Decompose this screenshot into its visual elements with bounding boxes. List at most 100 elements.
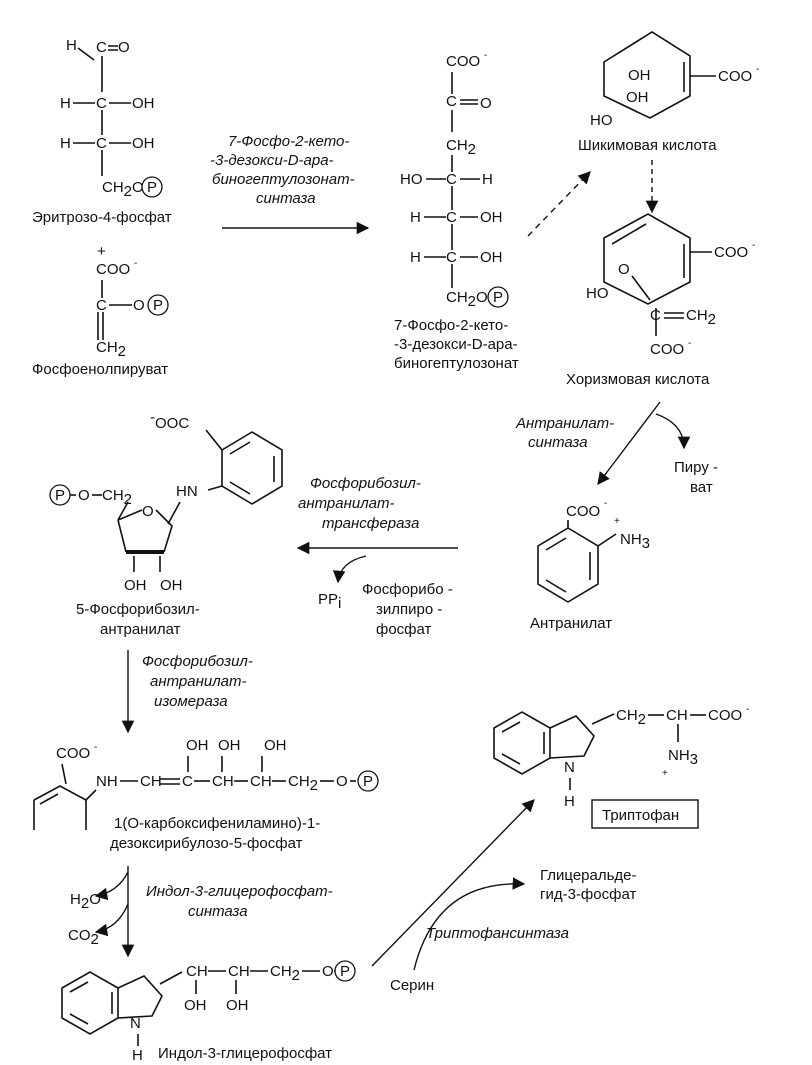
shikimate-label: Шикимовая кислота: [578, 137, 717, 154]
atom-o: O: [618, 261, 630, 278]
atom-oh: OH: [628, 67, 651, 84]
shikimate-structure: COO - OH OH HO: [590, 31, 759, 129]
svg-text:синтаза: синтаза: [528, 434, 588, 451]
dahp-structure: COO - C O CH2 HO C H H C OH H C OH CH2O …: [400, 50, 509, 310]
atom-ch2: CH2: [270, 963, 300, 984]
atom-p: P: [340, 963, 350, 980]
erythrose-4-phosphate-label: Эритрозо-4-фосфат: [32, 209, 172, 226]
svg-text:1(О-карбоксифениламино)-1-: 1(О-карбоксифениламино)-1-: [114, 815, 320, 832]
atom-n: N: [130, 1015, 141, 1032]
phosphate-circle: [147, 294, 169, 316]
tryptophan-structure: N H CH2 CH COO - NH3 +: [493, 704, 749, 810]
atom-ch2: CH2: [96, 339, 126, 360]
atom-h: H: [482, 171, 493, 188]
atom-ch: CH: [228, 963, 250, 980]
atom-ho: HO: [400, 171, 423, 188]
reaction-arrow-trp-synthase: [371, 799, 535, 967]
atom-oh: OH: [186, 737, 209, 754]
g3p-label: Глицеральде- гид-3-фосфат: [540, 867, 637, 903]
igp-label: Индол-3-глицерофосфат: [158, 1045, 332, 1062]
ppi-label: PPi: [318, 591, 341, 612]
atom-ch2: CH2: [616, 707, 646, 728]
minus-sign: -: [746, 704, 749, 715]
side-arrow-g3p: [413, 877, 526, 971]
atom-coo: COO: [714, 244, 748, 261]
chorismate-structure: COO - HO O C CH2 COO -: [586, 213, 755, 358]
plus-sign: +: [97, 243, 106, 260]
atom-coo: COO: [56, 745, 90, 762]
minus-sign: -: [752, 240, 755, 251]
tryptophan-box: [591, 799, 699, 829]
atom-ch: CH: [186, 963, 208, 980]
atom-ch: CH: [140, 773, 162, 790]
side-arrow-ppi: [332, 555, 367, 584]
svg-text:5-Фосфорибозил-: 5-Фосфорибозил-: [76, 601, 200, 618]
svg-text:-3-дезокси-D-ара-: -3-дезокси-D-ара-: [394, 336, 518, 353]
svg-text:гид-3-фосфат: гид-3-фосфат: [540, 886, 636, 903]
atom-ch2o: CH2O: [446, 289, 488, 310]
atom-p: P: [153, 297, 163, 314]
atom-oh: OH: [160, 577, 183, 594]
atom-ho: HO: [586, 285, 609, 302]
atom-ooc: -OOC: [150, 409, 189, 432]
cdrp-label: 1(О-карбоксифениламино)-1- дезоксирибуло…: [110, 815, 320, 852]
atom-oh: OH: [218, 737, 241, 754]
atom-c: C: [96, 39, 107, 56]
serine-label: Серин: [390, 977, 434, 994]
atom-ho: HO: [590, 112, 613, 129]
atom-coo: COO: [446, 53, 480, 70]
atom-coo: COO: [708, 707, 742, 724]
dahp-label: 7-Фосфо-2-кето- -3-дезокси-D-ара- биноге…: [394, 317, 519, 372]
atom-oh: OH: [184, 997, 207, 1014]
svg-text:7-Фосфо-2-кето-: 7-Фосфо-2-кето-: [228, 133, 349, 150]
svg-text:зилпиро -: зилпиро -: [376, 601, 442, 618]
atom-ch2: CH2: [288, 773, 318, 794]
atom-oh: OH: [264, 737, 287, 754]
minus-sign: -: [94, 742, 97, 753]
atom-c: C: [182, 773, 193, 790]
svg-text:фосфат: фосфат: [376, 621, 432, 638]
plus-sign: +: [614, 516, 620, 527]
atom-nh: NH: [96, 773, 118, 790]
atom-n: N: [564, 759, 575, 776]
atom-h: H: [66, 37, 77, 54]
phosphoribosyl-anthranilate-structure: -OOC HN P O CH2 O OH OH: [49, 409, 283, 594]
side-arrow-co2: [94, 903, 129, 937]
svg-text:ват: ват: [690, 479, 713, 496]
atom-coo: COO: [566, 503, 600, 520]
phosphoenolpyruvate-label: Фосфоенолпируват: [32, 361, 168, 378]
h2o-label: H2O: [70, 891, 101, 912]
atom-ch: CH: [212, 773, 234, 790]
svg-text:биногептулозонат: биногептулозонат: [394, 355, 519, 372]
svg-text:антранилат-: антранилат-: [150, 673, 247, 690]
atom-c: C: [446, 209, 457, 226]
pra-isomerase-label: Фосфорибозил- антранилат- изомераза: [142, 653, 253, 710]
pr-transferase-label: Фосфорибозил- антранилат- трансфераза: [298, 475, 421, 532]
atom-o: O: [480, 95, 492, 112]
atom-h: H: [60, 95, 71, 112]
atom-coo: COO: [718, 68, 752, 85]
atom-oh: OH: [480, 249, 503, 266]
atom-h: H: [132, 1047, 143, 1064]
atom-c: C: [446, 93, 457, 110]
atom-c: C: [96, 135, 107, 152]
svg-text:дезоксирибулозо-5-фосфат: дезоксирибулозо-5-фосфат: [110, 835, 303, 852]
atom-coo: COO: [96, 261, 130, 278]
phosphate-circle: [141, 176, 163, 198]
trp-synthase-label: Триптофансинтаза: [426, 925, 569, 942]
side-arrow-h2o: [94, 871, 129, 901]
phosphate-circle: [334, 960, 356, 982]
atom-ch: CH: [250, 773, 272, 790]
atom-oh: OH: [132, 135, 155, 152]
atom-h: H: [410, 209, 421, 226]
atom-h: H: [60, 135, 71, 152]
phosphate-circle: [487, 286, 509, 308]
prpp-label: Фосфорибо - зилпиро - фосфат: [362, 581, 453, 638]
svg-text:синтаза: синтаза: [188, 903, 248, 920]
phosphoribosyl-anthranilate-label: 5-Фосфорибозил- антранилат: [76, 601, 200, 638]
atom-o: O: [336, 773, 348, 790]
atom-nh3: NH3: [620, 531, 650, 552]
svg-text:биногептулозонат-: биногептулозонат-: [212, 171, 355, 188]
atom-p: P: [363, 773, 373, 790]
